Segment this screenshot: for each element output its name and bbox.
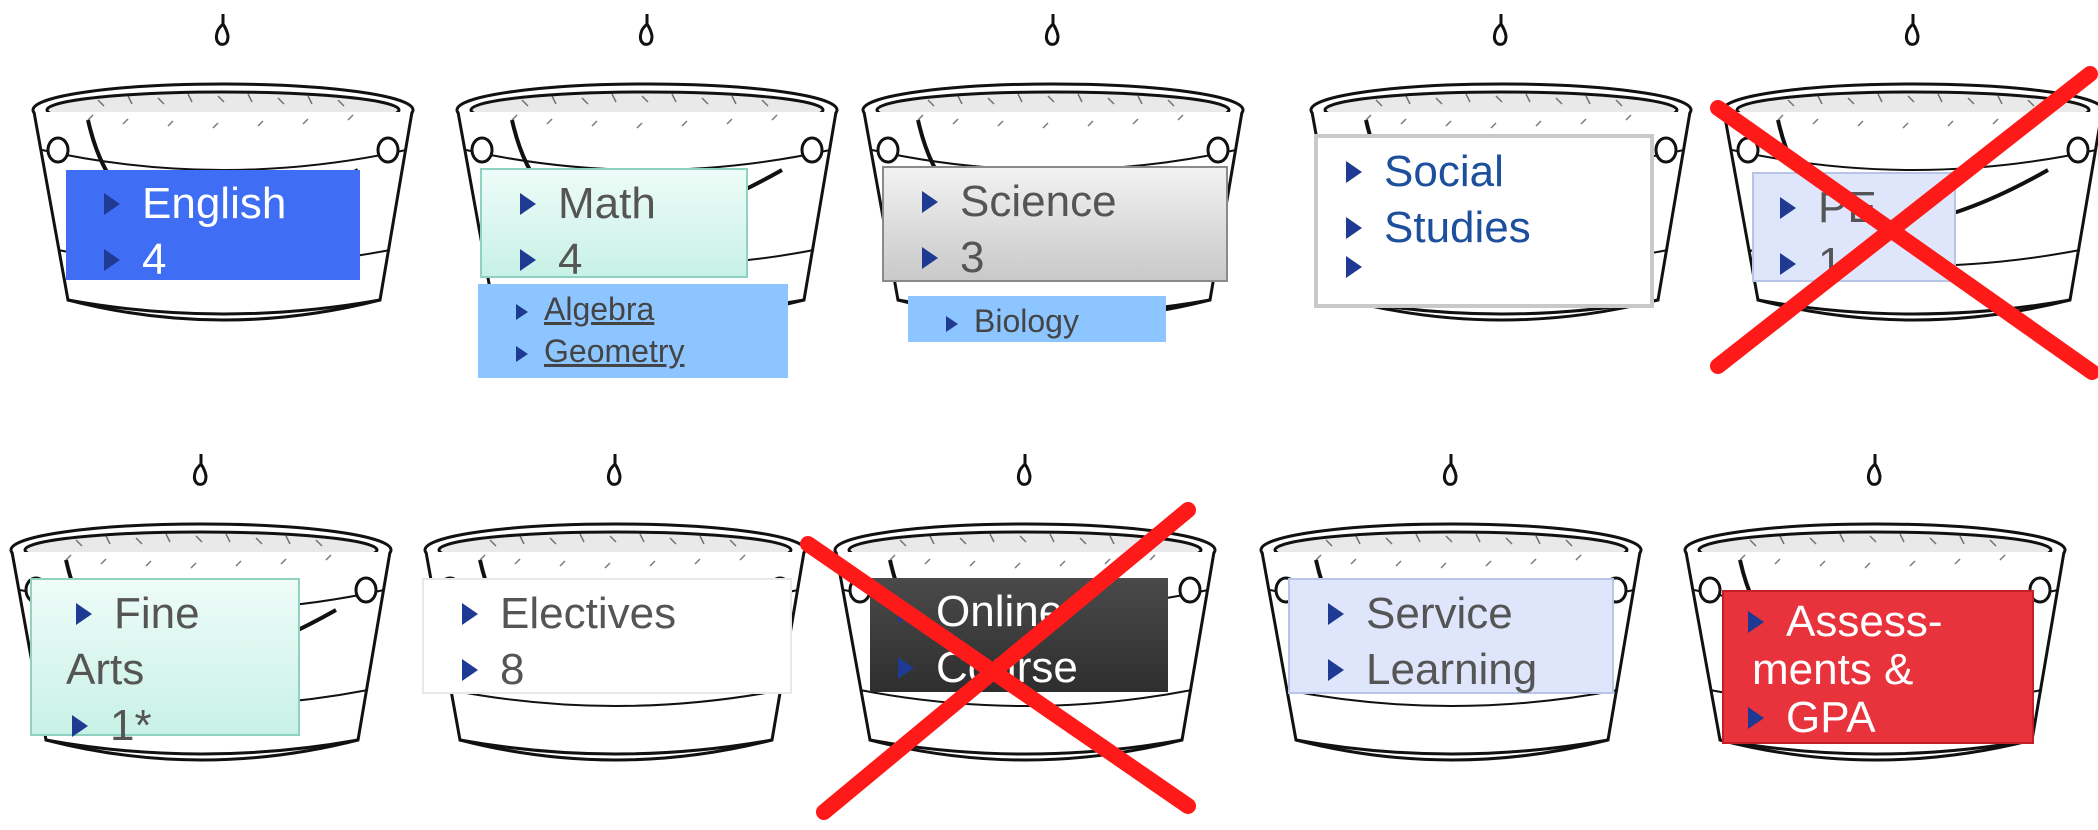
water-drop-icon (1016, 454, 1032, 486)
label-english: English 4 (66, 170, 360, 284)
label-science: Science 3 (882, 166, 1228, 282)
science-subjects: Biology (908, 296, 1166, 342)
water-drop-icon (1492, 14, 1508, 46)
label-pe: PE 1 (1752, 172, 1956, 288)
social-title: Social (1384, 147, 1504, 196)
math-subjects: Algebra Geometry (478, 284, 788, 378)
assess-title-3: GPA (1786, 693, 1876, 742)
label-fine-arts: Fine Arts 1* (30, 578, 300, 750)
arrow-bullet-icon (898, 657, 914, 679)
water-drop-icon (1044, 14, 1060, 46)
service-title: Service (1366, 589, 1513, 638)
arrow-bullet-icon (1346, 256, 1362, 278)
subject-biology: Biology (974, 303, 1079, 339)
arrow-bullet-icon (516, 346, 528, 362)
science-value: 3 (960, 233, 985, 282)
arrow-bullet-icon (462, 659, 478, 681)
arrow-bullet-icon (516, 304, 528, 320)
math-value: 4 (558, 235, 583, 284)
arrow-bullet-icon (1346, 217, 1362, 239)
arrow-bullet-icon (1780, 197, 1796, 219)
assess-title: Assess- (1786, 597, 1943, 646)
water-drop-icon (638, 14, 654, 46)
science-title: Science (960, 177, 1117, 226)
arrow-bullet-icon (1328, 603, 1344, 625)
electives-value: 8 (500, 645, 525, 694)
water-drop-icon (1904, 14, 1920, 46)
math-title: Math (558, 179, 656, 228)
arrow-bullet-icon (946, 316, 958, 332)
water-drop-icon (1442, 454, 1458, 486)
label-electives: Electives 8 (422, 578, 792, 694)
subject-algebra[interactable]: Algebra (544, 291, 655, 327)
arrow-bullet-icon (520, 193, 536, 215)
arrow-bullet-icon (72, 715, 88, 737)
service-title-2: Learning (1366, 645, 1538, 694)
label-math: Math 4 (480, 168, 748, 284)
arrow-bullet-icon (104, 193, 120, 215)
fine-arts-title: Fine (114, 589, 200, 638)
electives-title: Electives (500, 589, 677, 638)
arrow-bullet-icon (1328, 659, 1344, 681)
arrow-bullet-icon (462, 603, 478, 625)
arrow-bullet-icon (1748, 707, 1764, 729)
online-title: Online (936, 587, 1064, 636)
social-title-2: Studies (1384, 203, 1531, 252)
water-drop-icon (214, 14, 230, 46)
online-title-2: Course (936, 643, 1078, 692)
label-service-learning: Service Learning (1288, 578, 1614, 694)
water-drop-icon (192, 454, 208, 486)
label-online-course: Online Course (870, 578, 1168, 692)
fine-arts-value: 1* (110, 701, 152, 750)
label-assessments: Assess- ments & GPA (1722, 590, 2034, 744)
water-drop-icon (1866, 454, 1882, 486)
fine-arts-title-2: Arts (66, 645, 145, 694)
label-social-studies: Social Studies (1314, 134, 1654, 308)
arrow-bullet-icon (898, 601, 914, 623)
arrow-bullet-icon (922, 191, 938, 213)
english-value: 4 (142, 235, 167, 284)
pe-value: 1 (1818, 239, 1843, 288)
arrow-bullet-icon (922, 247, 938, 269)
assess-title-2: ments & (1752, 645, 1914, 694)
pe-title: PE (1818, 183, 1877, 232)
english-title: English (142, 179, 287, 228)
subject-geometry[interactable]: Geometry (544, 333, 685, 369)
arrow-bullet-icon (1748, 611, 1764, 633)
arrow-bullet-icon (1346, 161, 1362, 183)
water-drop-icon (606, 454, 622, 486)
arrow-bullet-icon (1780, 253, 1796, 275)
arrow-bullet-icon (520, 249, 536, 271)
arrow-bullet-icon (76, 603, 92, 625)
arrow-bullet-icon (104, 249, 120, 271)
